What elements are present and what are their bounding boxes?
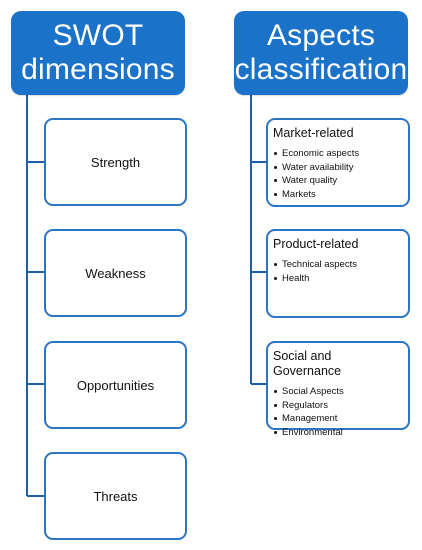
- swot-box-threats: Threats: [44, 452, 187, 540]
- aspects-header-line-1: Aspects: [266, 19, 376, 52]
- list-item: Management: [273, 412, 402, 426]
- list-item: Markets: [273, 188, 402, 202]
- list-item: Environmental: [273, 426, 402, 440]
- list-item: Water availability: [273, 161, 402, 175]
- swot-label-threats: Threats: [93, 488, 138, 504]
- swot-header-line-2: dimensions: [21, 53, 175, 86]
- aspect-list-social: Social Aspects Regulators Management Env…: [273, 385, 402, 440]
- aspects-header: Aspects classification: [234, 11, 408, 95]
- list-item: Technical aspects: [273, 258, 402, 272]
- aspect-list-market: Economic aspects Water availability Wate…: [273, 147, 402, 202]
- swot-header-line-1: SWOT: [52, 19, 144, 52]
- aspect-box-social: Social and Governance Social Aspects Reg…: [266, 341, 410, 438]
- swot-label-opportunities: Opportunities: [76, 377, 155, 393]
- swot-header: SWOT dimensions: [11, 11, 185, 95]
- list-item: Social Aspects: [273, 385, 402, 399]
- swot-label-weakness: Weakness: [85, 265, 146, 281]
- swot-box-strength: Strength: [44, 118, 187, 206]
- aspect-title-social: Social and Governance: [273, 349, 342, 378]
- swot-box-opportunities: Opportunities: [44, 341, 187, 429]
- list-item: Water quality: [273, 174, 402, 188]
- swot-label-strength: Strength: [90, 154, 141, 170]
- aspects-header-line-2: classification: [234, 53, 408, 86]
- list-item: Health: [273, 272, 402, 286]
- aspect-box-product: Product-related Technical aspects Health: [266, 229, 410, 318]
- aspect-box-market: Market-related Economic aspects Water av…: [266, 118, 410, 207]
- aspect-title-market: Market-related: [273, 126, 354, 140]
- aspect-title-product: Product-related: [273, 237, 359, 251]
- list-item: Economic aspects: [273, 147, 402, 161]
- aspect-list-product: Technical aspects Health: [273, 258, 402, 285]
- swot-box-weakness: Weakness: [44, 229, 187, 317]
- list-item: Regulators: [273, 399, 402, 413]
